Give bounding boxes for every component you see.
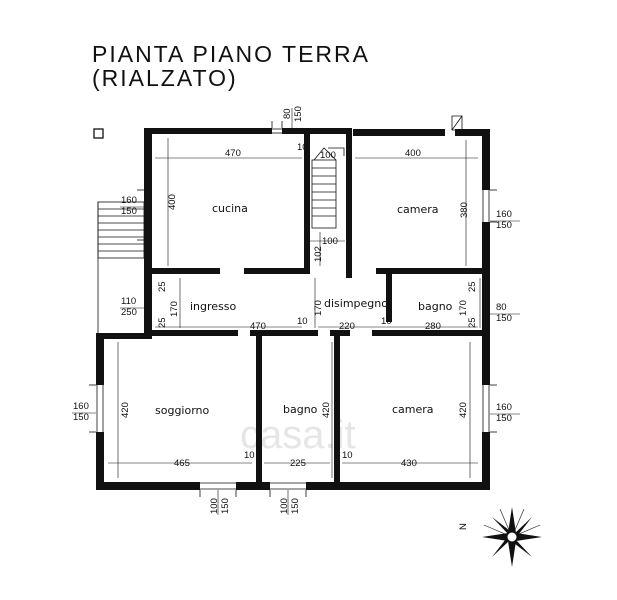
dim-soggiorno-width: 465 [174, 458, 190, 469]
marker-square [93, 128, 104, 139]
opening-left-door-b: 250 [121, 307, 137, 318]
opening-left-bottom-a: 160 [73, 401, 89, 412]
interior-staircase [311, 147, 345, 229]
dim-stair-width: 100 [320, 150, 336, 161]
opening-left-top-a: 160 [121, 195, 137, 206]
compass-north-label: N [458, 523, 469, 530]
dim-bagno-width: 280 [425, 321, 441, 332]
dim-stair-width-2: 100 [322, 236, 338, 247]
dim-dis-gap: 10 [297, 316, 308, 327]
opening-leader-lines [72, 108, 520, 515]
dim-cucina-width: 470 [225, 148, 241, 159]
opening-right-bottom-a: 160 [496, 402, 512, 413]
dim-camera-bottom-gap: 10 [342, 450, 353, 461]
opening-top-b: 150 [293, 106, 304, 122]
dim-bagno-height-small-2: 25 [467, 317, 478, 328]
dim-dis-gap-2: 10 [381, 316, 392, 327]
dim-soggiorno-gap: 10 [244, 450, 255, 461]
dim-stair-gap: 10 [297, 142, 308, 153]
entrance-stairs [97, 201, 145, 334]
outer-walls [96, 128, 490, 490]
dim-hall-width: 470 [250, 321, 266, 332]
opening-top-a: 80 [282, 108, 293, 119]
opening-bottom-b-1: 100 [279, 498, 290, 514]
dim-bagno-height: 170 [458, 300, 469, 316]
dim-camera-bottom-width: 430 [401, 458, 417, 469]
dim-camera-bottom-height: 420 [458, 402, 469, 418]
dimension-lines [108, 138, 481, 478]
room-label-cucina: cucina [212, 202, 248, 215]
opening-right-mid-a: 80 [496, 302, 507, 313]
dim-camera-top-width: 400 [405, 148, 421, 159]
opening-right-bottom-b: 150 [496, 413, 512, 424]
dim-bagno-height-small: 25 [467, 281, 478, 292]
dim-hall-height: 170 [169, 301, 180, 317]
dim-stair-height: 102 [313, 246, 324, 262]
opening-right-top-a: 160 [496, 209, 512, 220]
room-label-camera-top: camera [397, 203, 439, 216]
opening-left-bottom-b: 150 [73, 412, 89, 423]
dim-cucina-height: 400 [167, 194, 178, 210]
dim-hall-height-left-2: 25 [157, 317, 168, 328]
room-label-soggiorno: soggiorno [155, 404, 210, 417]
compass-rose [482, 507, 542, 567]
plan-title-line1: PIANTA PIANO TERRA [92, 41, 370, 67]
dim-bagno-mid-height: 420 [321, 402, 332, 418]
plan-title-line2: (RIALZATO) [92, 65, 238, 91]
windows [89, 121, 497, 497]
interior-walls [152, 134, 482, 482]
dim-hall-height-left: 25 [157, 281, 168, 292]
opening-left-top-b: 150 [121, 206, 137, 217]
opening-left-door-a: 110 [121, 296, 136, 307]
opening-bottom-a-2: 150 [220, 498, 231, 514]
opening-right-top-b: 150 [496, 220, 512, 231]
room-label-camera-bottom: camera [392, 403, 434, 416]
opening-right-mid-b: 150 [496, 313, 512, 324]
opening-bottom-a-1: 100 [209, 498, 220, 514]
room-label-bagno-right: bagno [418, 300, 453, 313]
room-label-disimpegno: disimpegno [324, 297, 388, 310]
vent-symbol [451, 115, 463, 131]
opening-bottom-b-2: 150 [290, 498, 301, 514]
dim-soggiorno-height: 420 [120, 402, 131, 418]
dim-bagno-mid-width: 225 [290, 458, 306, 469]
room-label-bagno-mid: bagno [283, 403, 318, 416]
dim-camera-top-height: 380 [459, 202, 470, 218]
room-label-ingresso: ingresso [190, 300, 237, 313]
dim-dis-width: 220 [339, 321, 355, 332]
dim-dis-height: 170 [313, 300, 324, 316]
